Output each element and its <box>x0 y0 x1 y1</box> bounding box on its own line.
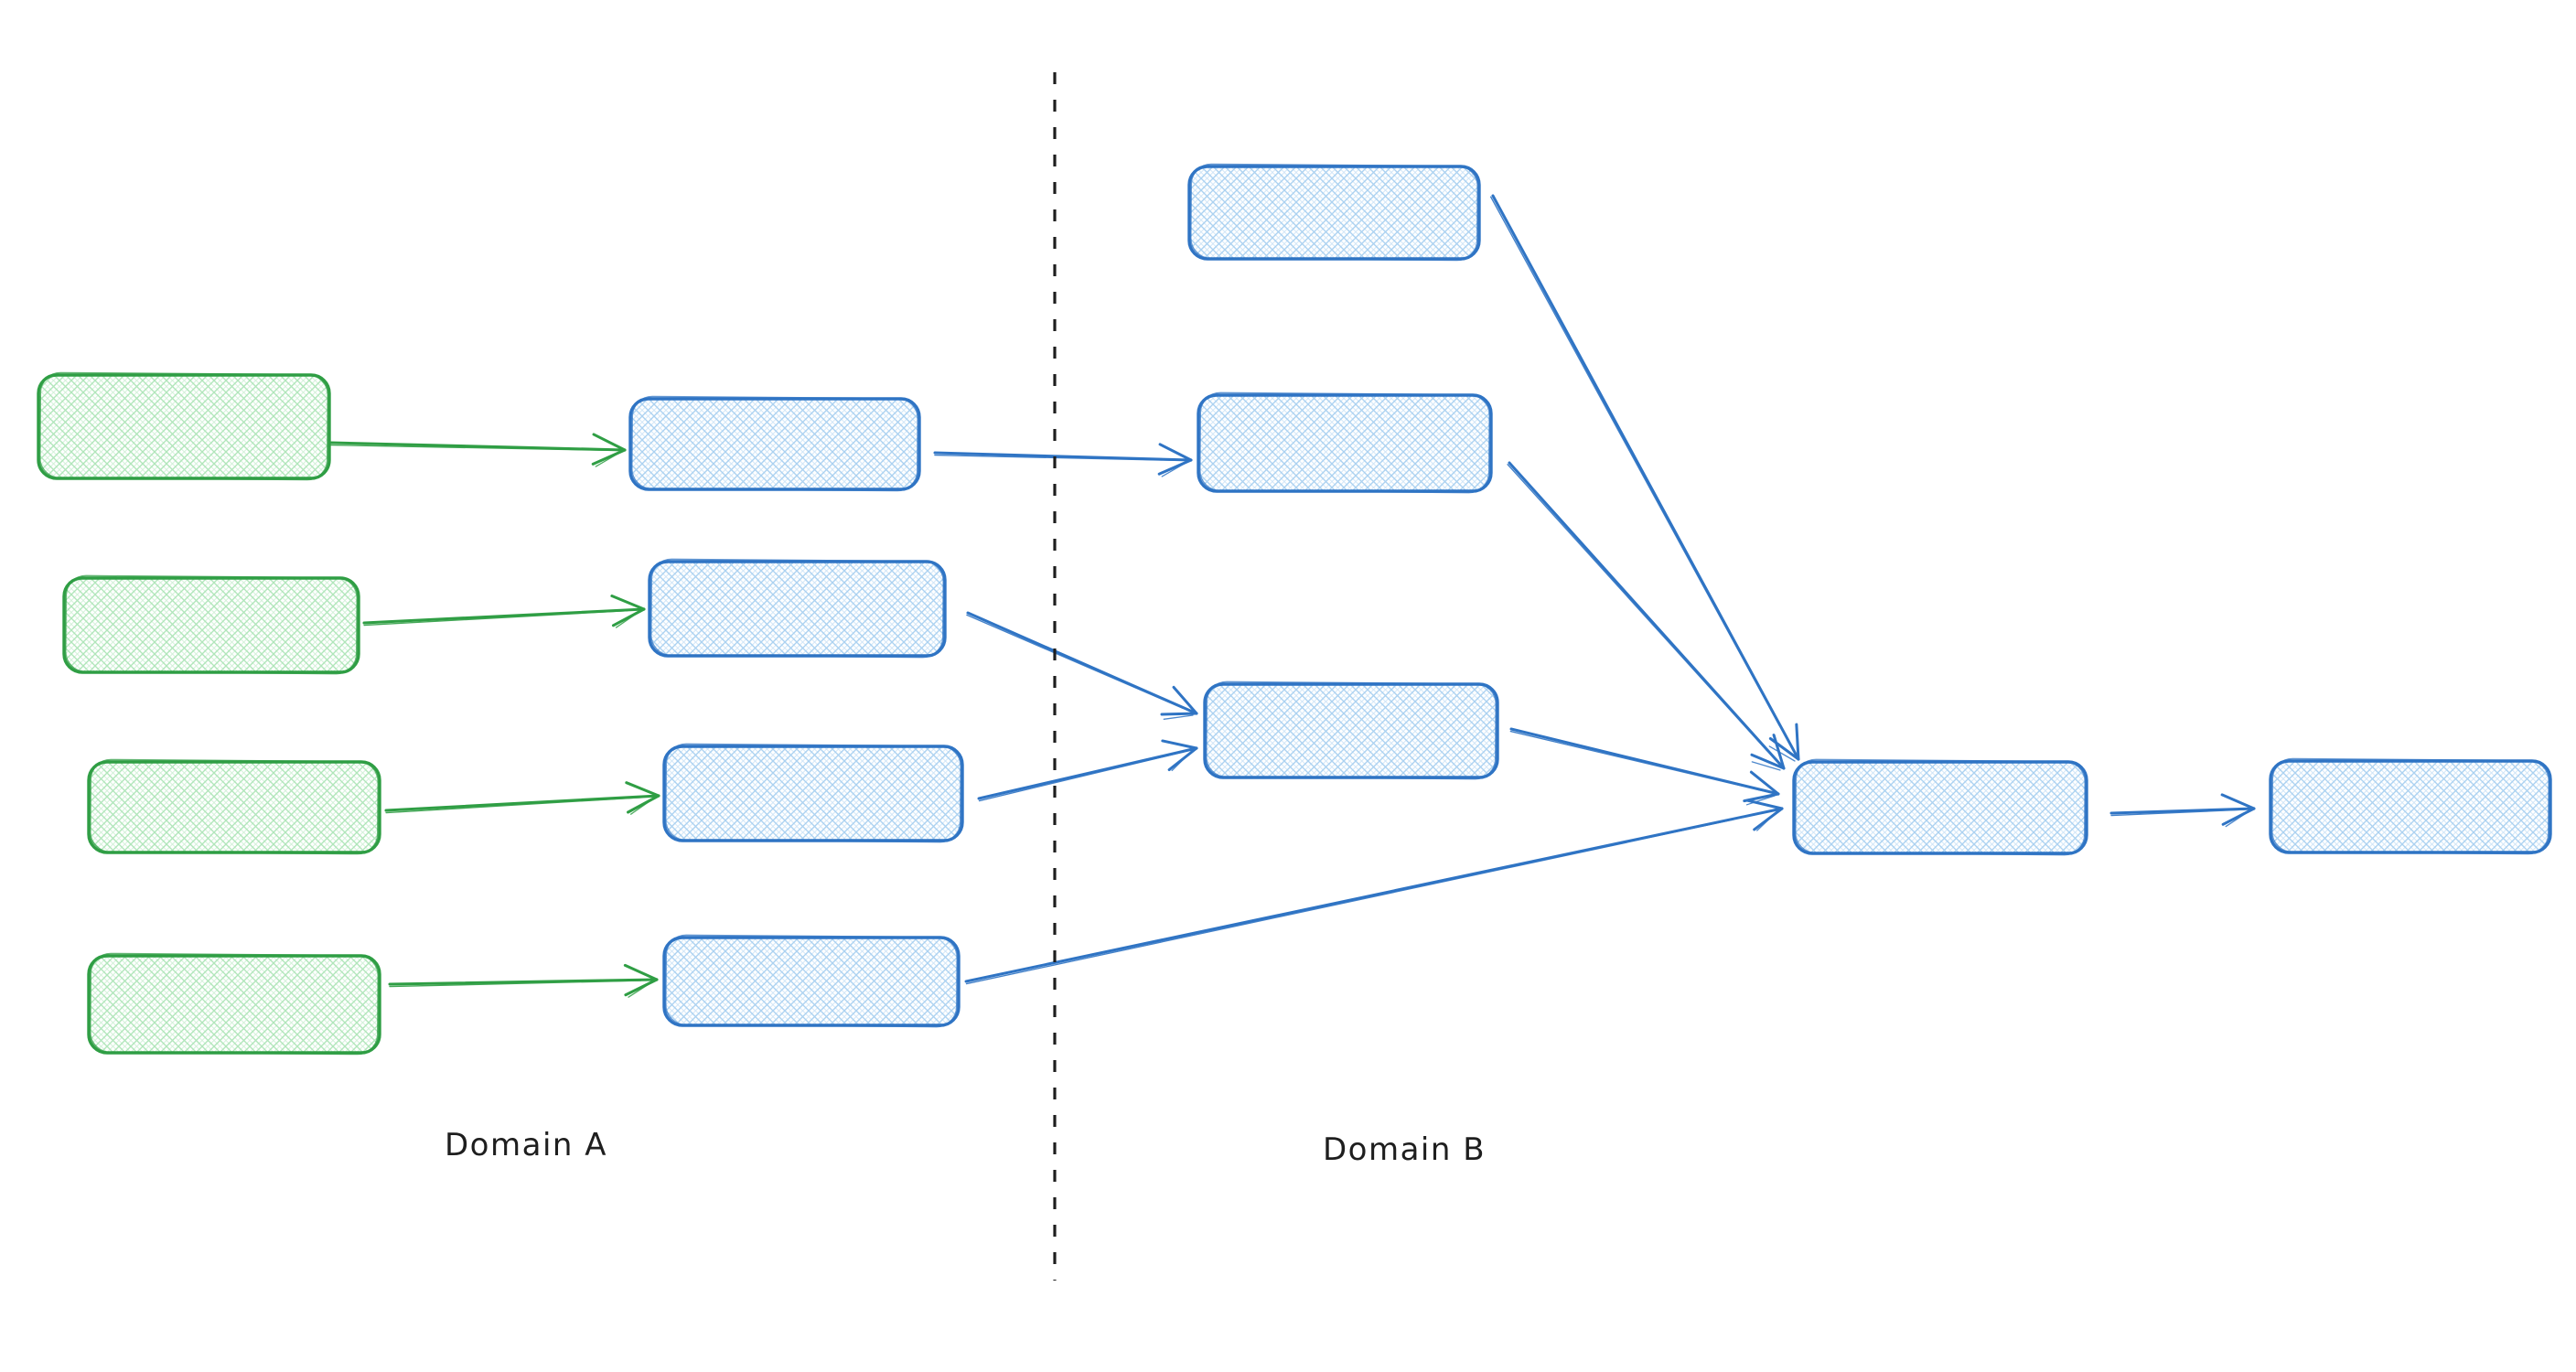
edges-layer <box>329 194 2256 998</box>
node-domain-a-stage-1 <box>628 395 921 492</box>
edge-source4-to-stage4 <box>388 963 659 998</box>
edge-bnode1-to-hub <box>1490 194 1800 762</box>
node-domain-b-output <box>2269 757 2552 855</box>
node-domain-a-stage-3 <box>662 743 964 843</box>
edge-stage4-to-hub <box>964 799 1784 985</box>
edge-stage1-to-bnode2 <box>933 443 1193 477</box>
node-domain-a-source-4 <box>87 952 381 1056</box>
edge-bnode3-to-hub <box>1509 727 1780 806</box>
node-domain-a-source-1 <box>37 371 331 481</box>
node-domain-b-node-3 <box>1203 681 1499 780</box>
node-domain-b-node-2 <box>1197 391 1493 494</box>
domain-b-label: Domain B <box>1322 1131 1487 1168</box>
node-domain-a-source-2 <box>62 574 360 675</box>
node-domain-a-stage-4 <box>662 934 961 1028</box>
domain-a-label: Domain A <box>445 1127 607 1163</box>
edge-source2-to-stage2 <box>362 595 646 628</box>
node-domain-b-hub <box>1792 758 2088 856</box>
edge-source1-to-stage1 <box>329 433 627 467</box>
node-domain-a-stage-2 <box>648 558 947 659</box>
edge-source3-to-stage3 <box>384 781 660 815</box>
edge-stage3-to-bnode3 <box>977 739 1198 802</box>
edge-bnode2-to-hub <box>1507 461 1786 771</box>
edge-hub-to-output <box>2109 793 2256 828</box>
node-domain-b-node-1 <box>1187 163 1481 262</box>
edge-stage2-to-bnode3 <box>966 611 1198 720</box>
node-domain-a-source-3 <box>87 758 381 855</box>
nodes-layer <box>37 163 2552 1056</box>
